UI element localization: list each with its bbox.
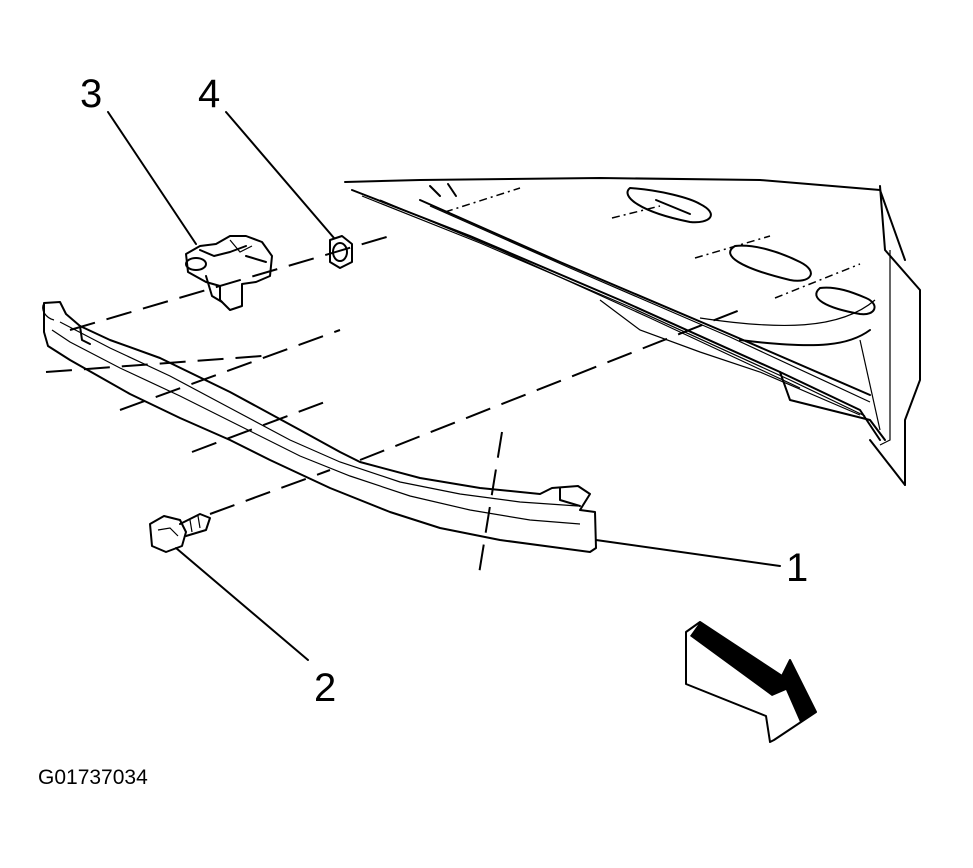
leader-lines <box>107 111 781 661</box>
leader-line-3 <box>107 111 197 245</box>
bracket-part-3 <box>185 235 273 311</box>
callout-3: 3 <box>80 72 103 116</box>
leader-line-4 <box>225 111 335 239</box>
front-direction-arrow-icon <box>685 621 817 743</box>
leader-line-2 <box>175 547 309 661</box>
bolt-part-2 <box>149 513 211 553</box>
callout-2: 2 <box>314 666 337 710</box>
callout-1: 1 <box>786 546 809 590</box>
callout-4: 4 <box>198 72 221 116</box>
vehicle-body-panel <box>344 177 921 486</box>
support-rail-part-1 <box>42 301 597 553</box>
leader-line-1 <box>595 539 781 567</box>
assembly-centerlines <box>45 235 741 581</box>
figure-reference-code: G01737034 <box>38 766 148 789</box>
